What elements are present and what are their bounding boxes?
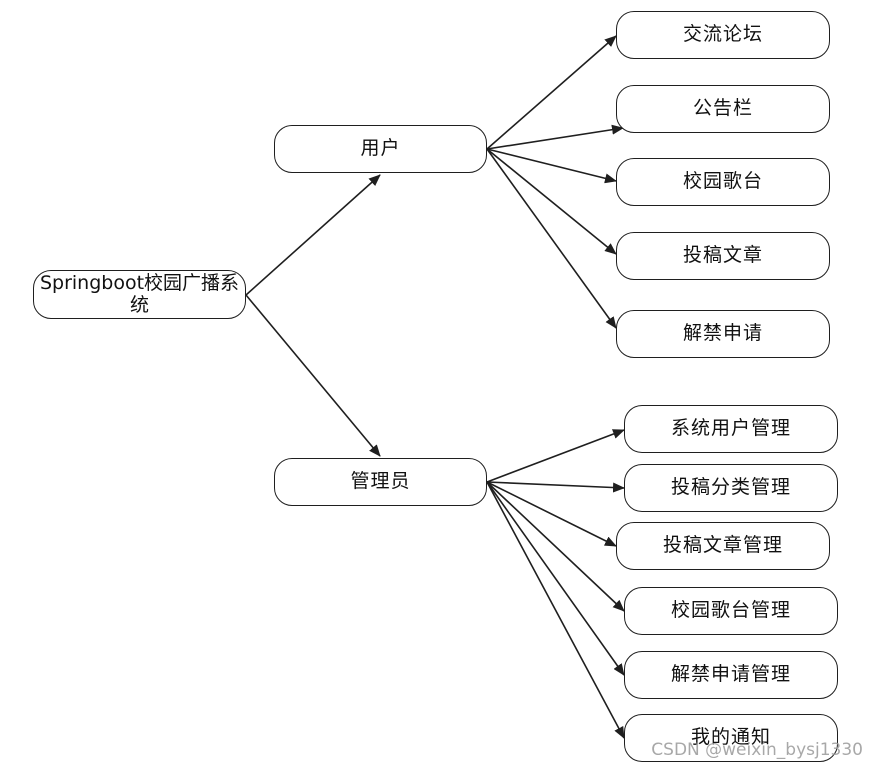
leaf-node-label: 公告栏 — [692, 97, 753, 120]
leaf-node-label: 交流论坛 — [682, 23, 763, 46]
leaf-node-label: 解禁申请管理 — [670, 663, 791, 686]
connector-arrow — [245, 294, 381, 457]
leaf-node: 解禁申请 — [616, 310, 830, 358]
connector-arrow — [486, 481, 625, 493]
branch-node-admin: 管理员 — [274, 458, 487, 506]
branch-node-label: 用户 — [360, 137, 401, 160]
leaf-node-label: 投稿文章管理 — [662, 534, 783, 557]
leaf-node-label: 校园歌台管理 — [670, 599, 791, 622]
leaf-node: 我的通知 — [624, 714, 838, 762]
connector-arrow — [486, 481, 617, 547]
leaf-node: 投稿文章管理 — [616, 522, 830, 570]
connector-arrow — [486, 148, 617, 184]
connector-arrow — [486, 481, 625, 612]
watermark-text: CSDN @weixin_bysj1330 — [651, 740, 863, 760]
leaf-node-label: 投稿文章 — [682, 244, 763, 267]
connector-arrow — [486, 481, 625, 739]
leaf-node-label: 投稿分类管理 — [670, 476, 791, 499]
leaf-node: 投稿文章 — [616, 232, 830, 280]
connector-arrow — [486, 35, 617, 150]
leaf-node: 交流论坛 — [616, 11, 830, 59]
leaf-node: 系统用户管理 — [624, 405, 838, 453]
edges — [245, 35, 625, 739]
branch-node-label: 管理员 — [350, 470, 411, 493]
connector-arrow — [486, 429, 625, 483]
leaf-node: 校园歌台管理 — [624, 587, 838, 635]
connector-arrow — [486, 148, 617, 329]
root-node: Springboot校园广播系统 — [33, 270, 246, 319]
connector-arrow — [486, 148, 617, 255]
root-node-label: Springboot校园广播系统 — [39, 271, 240, 316]
leaf-node-label: 我的通知 — [690, 726, 771, 749]
leaf-node: 校园歌台 — [616, 158, 830, 206]
connector-arrow — [486, 124, 624, 150]
connector-arrow — [486, 481, 625, 676]
leaf-node-label: 校园歌台 — [682, 170, 763, 193]
branch-node-user: 用户 — [274, 125, 487, 173]
connector-arrow — [245, 174, 381, 296]
leaf-node: 投稿分类管理 — [624, 464, 838, 512]
leaf-node: 解禁申请管理 — [624, 651, 838, 699]
leaf-node-label: 系统用户管理 — [670, 417, 791, 440]
leaf-node-label: 解禁申请 — [682, 322, 763, 345]
leaf-node: 公告栏 — [616, 85, 830, 133]
